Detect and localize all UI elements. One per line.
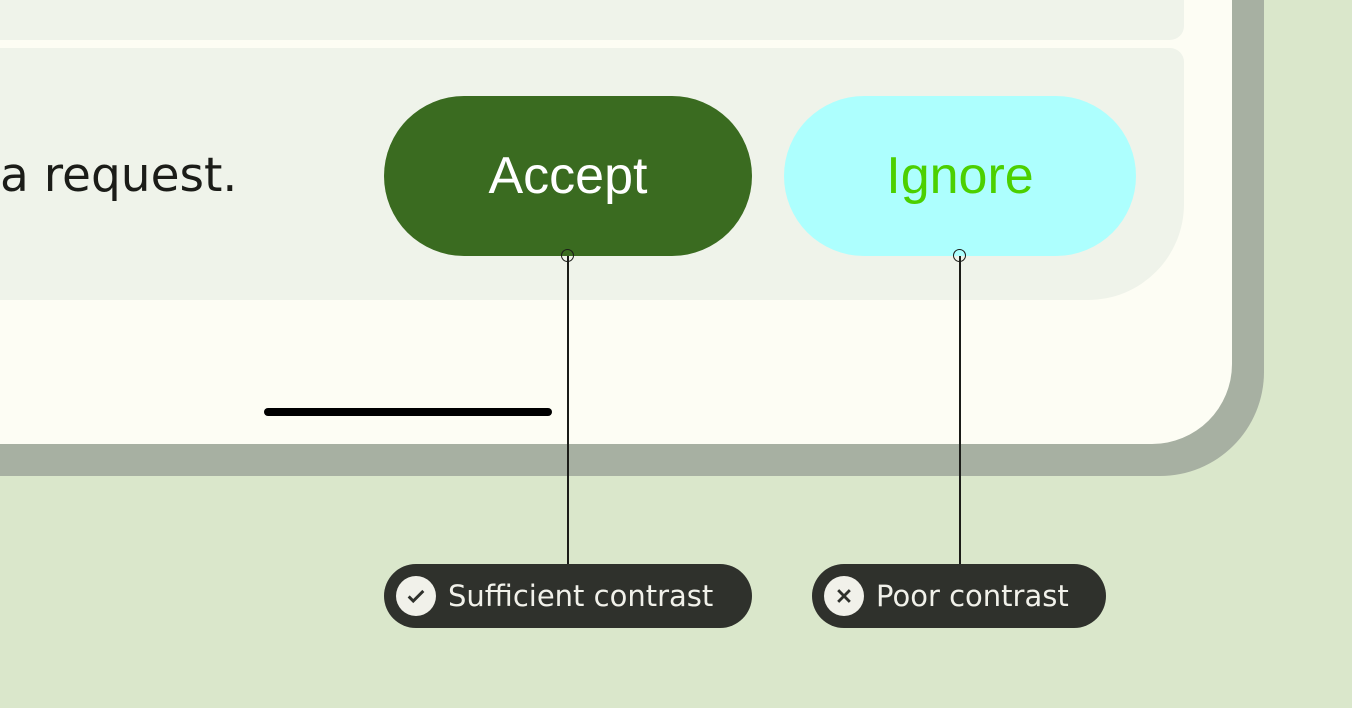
x-circle-icon	[824, 576, 864, 616]
callout-line-accept	[567, 256, 569, 564]
ignore-button[interactable]: Ignore	[784, 96, 1136, 256]
sufficient-contrast-badge: Sufficient contrast	[384, 564, 752, 628]
notification-card-top	[0, 0, 1184, 40]
callout-dot-ignore	[953, 249, 966, 262]
badge-label: Sufficient contrast	[448, 579, 714, 613]
home-indicator[interactable]	[264, 408, 552, 416]
callout-dot-accept	[561, 249, 574, 262]
check-circle-icon	[396, 576, 436, 616]
accept-button[interactable]: Accept	[384, 96, 752, 256]
badge-label: Poor contrast	[876, 579, 1069, 613]
callout-line-ignore	[959, 256, 961, 564]
poor-contrast-badge: Poor contrast	[812, 564, 1106, 628]
notification-message: a request.	[0, 148, 238, 203]
